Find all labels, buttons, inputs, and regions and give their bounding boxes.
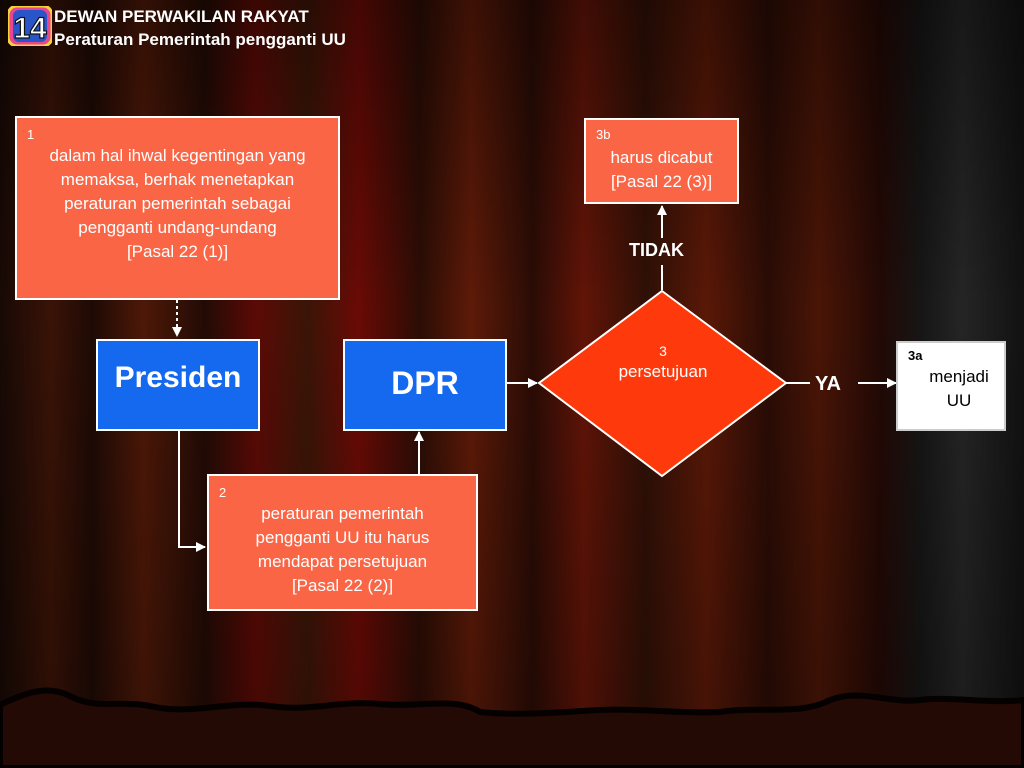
box-2-line: mendapat persetujuan (257, 552, 428, 571)
box-1-line: pengganti undang-undang (78, 218, 277, 237)
header-subtitle: Peraturan Pemerintah pengganti UU (54, 30, 346, 49)
box-2-number: 2 (219, 485, 227, 500)
box-3b-line: harus dicabut (610, 148, 713, 167)
box-1-line: dalam hal ihwal kegentingan yang (49, 146, 306, 165)
box-1-text: dalam hal ihwal kegentingan yang memaksa… (21, 144, 334, 264)
arrow-presiden-to-box2 (178, 430, 206, 552)
dpr-box: DPR (343, 339, 507, 431)
slide-number: 14 (13, 12, 47, 45)
box-2-line: pengganti UU itu harus (255, 528, 430, 547)
box-1-line: [Pasal 22 (1)] (126, 242, 229, 261)
box-3b-text: harus dicabut [Pasal 22 (3)] (590, 146, 733, 194)
box-1-line: memaksa, berhak menetapkan (60, 170, 295, 189)
box-3a: 3a menjadi UU (896, 341, 1006, 431)
edge-label-ya: YA (815, 373, 841, 395)
edge-label-tidak: TIDAK (629, 240, 684, 260)
box-3a-line: UU (946, 391, 972, 410)
presiden-label: Presiden (114, 361, 242, 394)
box-1: 1 dalam hal ihwal kegentingan yang memak… (15, 116, 340, 300)
slide-number-badge: 14 (8, 6, 52, 46)
box-3a-text: menjadi UU (916, 365, 1002, 413)
box-3a-line: menjadi (929, 367, 989, 386)
decision-number: 3 (659, 343, 667, 359)
box-2-line: [Pasal 22 (2)] (291, 576, 394, 595)
box-2-text: peraturan pemerintah pengganti UU itu ha… (213, 502, 472, 598)
header-title: DEWAN PERWAKILAN RAKYAT (54, 7, 309, 26)
box-2: 2 peraturan pemerintah pengganti UU itu … (207, 474, 478, 611)
box-1-line: peraturan pemerintah sebagai (64, 194, 291, 213)
box-3a-number: 3a (908, 348, 923, 363)
box-3b-line: [Pasal 22 (3)] (610, 172, 713, 191)
box-3b: 3b harus dicabut [Pasal 22 (3)] (584, 118, 739, 204)
box-1-number: 1 (27, 127, 35, 142)
dpr-label: DPR (391, 365, 459, 401)
decision-diamond (537, 289, 788, 478)
decision-text: 3 persetujuan (590, 342, 736, 384)
box-3b-number: 3b (596, 127, 611, 142)
decision-label: persetujuan (618, 362, 708, 381)
box-2-line: peraturan pemerintah (261, 504, 424, 523)
presiden-box: Presiden (96, 339, 260, 431)
